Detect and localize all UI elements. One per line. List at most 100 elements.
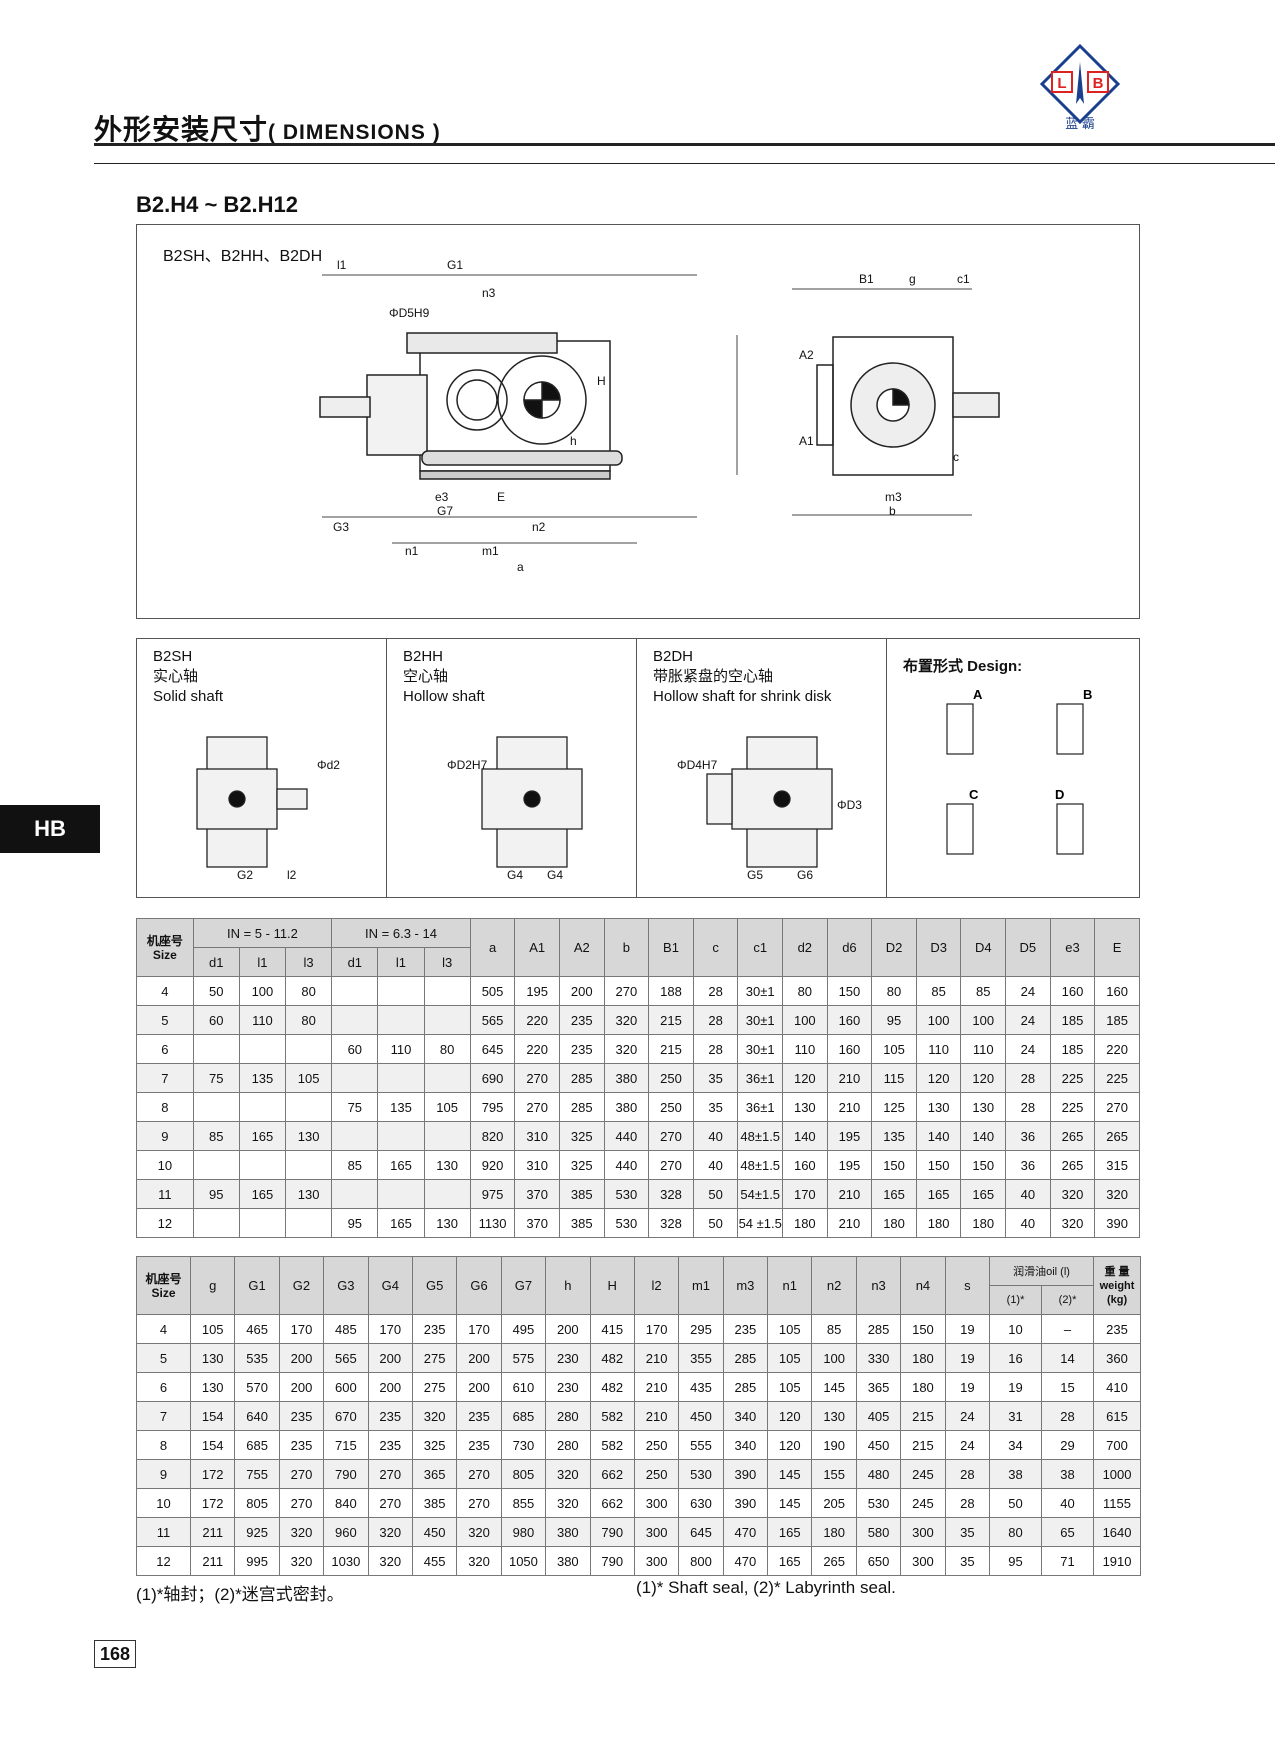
col-header: c [692,918,739,977]
table-cell: 160 [782,1150,828,1180]
table-cell: 465 [234,1314,280,1344]
table-cell: 450 [855,1430,902,1460]
table-cell: 755 [234,1459,280,1489]
table-cell: 154 [189,1401,236,1431]
table-cell: 320 [411,1401,458,1431]
col-header: d6 [826,918,873,977]
col-header: A1 [514,918,560,977]
table-cell: 145 [767,1488,813,1518]
design-label: 布置形式 Design: [903,658,1023,675]
table-cell: 820 [469,1121,516,1151]
table-cell: 670 [323,1401,369,1431]
table-cell: 165 [767,1546,813,1576]
sub-header: l1 [238,947,287,977]
table-cell: 110 [915,1034,962,1064]
table-cell [423,1121,471,1151]
table-cell: 270 [648,1121,694,1151]
table-cell: 975 [469,1179,516,1209]
table-cell: 235 [722,1314,769,1344]
table-cell: 328 [648,1208,694,1238]
table-cell: 60 [331,1034,379,1064]
table-cell: 482 [589,1372,635,1402]
table-cell: 310 [514,1150,560,1180]
table-cell: 80 [285,976,333,1006]
table-cell: 320 [545,1488,591,1518]
table-cell: 320 [1094,1179,1140,1209]
table-cell: 30±1 [737,976,784,1006]
table-cell: 14 [1041,1343,1095,1373]
table-cell: 105 [767,1314,813,1344]
table-cell: 235 [558,1005,605,1035]
sub-header: d1 [192,947,240,977]
table-cell: 275 [411,1372,458,1402]
design-b: B [1083,687,1092,702]
table-cell: 165 [377,1208,425,1238]
svg-text:E: E [497,490,505,504]
table-cell: 145 [767,1459,813,1489]
table-cell: 270 [514,1092,560,1122]
table-cell: 1000 [1093,1459,1142,1489]
design-a: A [973,687,983,702]
table-cell: 130 [189,1372,236,1402]
table-cell: 38 [1041,1459,1095,1489]
design-arrangements: 布置形式 Design: A B C D [887,639,1139,897]
table-cell: 30±1 [737,1005,784,1035]
table-cell: 28 [692,1034,739,1064]
size-cell: 9 [136,1121,194,1151]
table-cell: 170 [278,1314,325,1344]
table-cell: 320 [603,1005,650,1035]
table-cell: 582 [589,1430,635,1460]
dim-g2: G2 [237,868,253,882]
table-cell [377,1179,425,1209]
table-cell: 30±1 [737,1034,784,1064]
table-cell: 320 [456,1546,502,1576]
table-cell: 75 [331,1092,379,1122]
size-cell: 4 [136,1314,191,1344]
table-cell: 790 [323,1459,369,1489]
table-cell: 1640 [1093,1517,1142,1547]
table-cell: 195 [514,976,560,1006]
svg-text:G3: G3 [333,520,349,534]
table-cell: 385 [558,1208,605,1238]
table-cell: 920 [469,1150,516,1180]
table-cell: 75 [192,1063,240,1093]
table-cell: 210 [633,1343,680,1373]
col-header: D4 [960,918,1007,977]
table-cell [423,1005,471,1035]
table-cell: 370 [514,1179,560,1209]
table-cell: 40 [1005,1208,1051,1238]
table-cell: 130 [189,1343,236,1373]
col-header: g [189,1256,236,1315]
svg-text:A2: A2 [799,348,814,362]
table-cell [331,1005,379,1035]
table-cell: 211 [189,1546,236,1576]
table-cell: 10 [989,1314,1043,1344]
table-cell: 80 [285,1005,333,1035]
col-header: n1 [767,1256,813,1315]
table-cell: 575 [500,1343,547,1373]
table-cell: 355 [678,1343,724,1373]
table-cell: 405 [855,1401,902,1431]
header-rule [94,143,1275,146]
table-cell: 115 [871,1063,917,1093]
table-cell: 28 [1005,1063,1051,1093]
svg-text:l1: l1 [337,258,347,272]
table-cell: 270 [1094,1092,1140,1122]
table-cell: 200 [456,1343,502,1373]
table-cell: 130 [285,1179,333,1209]
b2sh-drawing: G2 l2 Φd2 [196,736,340,882]
table-cell: 285 [855,1314,902,1344]
svg-text:m1: m1 [482,544,499,558]
table-cell: 210 [633,1401,680,1431]
table-cell: 165 [960,1179,1007,1209]
table-cell: 505 [469,976,516,1006]
table-cell: 790 [589,1517,635,1547]
table-cell: 530 [855,1488,902,1518]
table-cell [331,976,379,1006]
table-cell: 320 [456,1517,502,1547]
svg-text:b: b [889,504,896,518]
